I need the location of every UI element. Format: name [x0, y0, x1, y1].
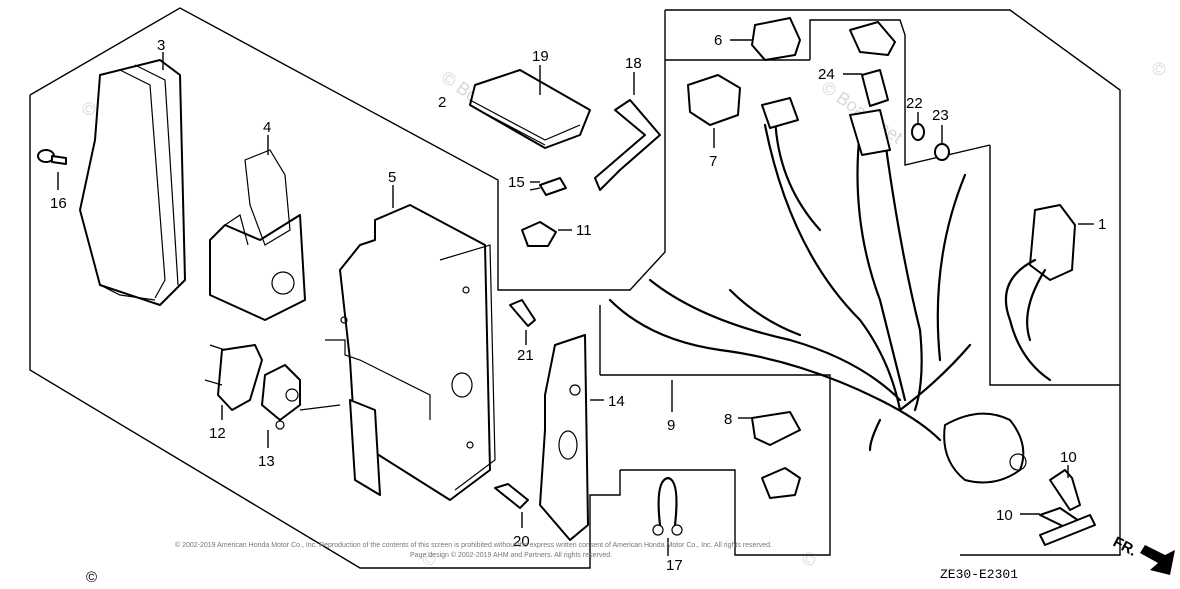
callout-4: 4 [263, 119, 271, 136]
callout-23: 23 [932, 107, 949, 124]
part-11-clip [521, 221, 557, 247]
part-3-cover [79, 59, 186, 306]
callout-24: 24 [818, 66, 835, 83]
part-20-screw [494, 483, 529, 509]
part-8-cable-tie [751, 411, 801, 446]
copyright-line-1: © 2002-2019 American Honda Motor Co., In… [175, 541, 772, 549]
callout-3: 3 [157, 37, 165, 54]
callout-19: 19 [532, 48, 549, 65]
callout-10-a: 10 [1060, 449, 1077, 466]
part-23-nut [934, 143, 950, 161]
svg-text:©: © [1148, 57, 1170, 81]
part-10-key-b [1039, 507, 1096, 546]
part-6-relay [751, 17, 801, 61]
callout-14: 14 [608, 393, 625, 410]
callout-15: 15 [508, 174, 525, 191]
part-9-harness [608, 97, 972, 452]
svg-text:©: © [798, 547, 820, 571]
callout-17: 17 [666, 557, 683, 574]
part-16-screw [37, 149, 67, 165]
part-4-bracket [209, 149, 306, 321]
callout-13: 13 [258, 453, 275, 470]
part-14-plate [539, 334, 589, 541]
callout-12: 12 [209, 425, 226, 442]
watermark: © Boats.net © Boats.net © Boats.net © © … [78, 57, 1170, 571]
direction-arrow [1140, 545, 1175, 575]
callout-21: 21 [517, 347, 534, 364]
group-boundary-left [29, 7, 1121, 569]
part-1-switch-unit [1004, 204, 1076, 382]
callout-11: 11 [576, 222, 592, 239]
key-switch [943, 412, 1027, 484]
callout-2: 2 [438, 94, 446, 111]
callout-7: 7 [709, 153, 717, 170]
part-7-cap [687, 74, 741, 126]
callout-10-b: 10 [996, 507, 1013, 524]
callout-20: 20 [513, 533, 530, 550]
copyright-line-2: Page design © 2002-2019 AHM and Partners… [410, 551, 612, 559]
part-22-washer [911, 123, 925, 141]
callout-9: 9 [667, 417, 675, 434]
diagram-code: ZE30-E2301 [940, 567, 1018, 582]
callout-1: 1 [1098, 216, 1106, 233]
part-5-control-box [325, 204, 496, 501]
copyright-symbol: © [86, 569, 97, 586]
part-17-clamp [652, 476, 683, 536]
part-13-breaker [261, 364, 341, 430]
grommet [761, 467, 801, 499]
part-24-fuse [861, 69, 889, 107]
callout-6: 6 [714, 32, 722, 49]
part-15-screw [529, 177, 567, 196]
callout-16: 16 [50, 195, 67, 212]
fuse-cap [849, 21, 896, 56]
callout-5: 5 [388, 169, 396, 186]
direction-label: FR. [1110, 534, 1139, 560]
part-19-pad [469, 69, 591, 149]
callout-22: 22 [906, 95, 923, 112]
callout-labels: 1 2 3 4 5 6 7 8 9 10 10 11 12 13 14 15 1… [50, 32, 1106, 574]
callout-18: 18 [625, 55, 642, 72]
part-18-band [594, 99, 661, 191]
part-12-switch [204, 344, 263, 411]
callout-8: 8 [724, 411, 732, 428]
part-21-screw [509, 299, 536, 327]
part-10-key-a [1049, 469, 1081, 511]
